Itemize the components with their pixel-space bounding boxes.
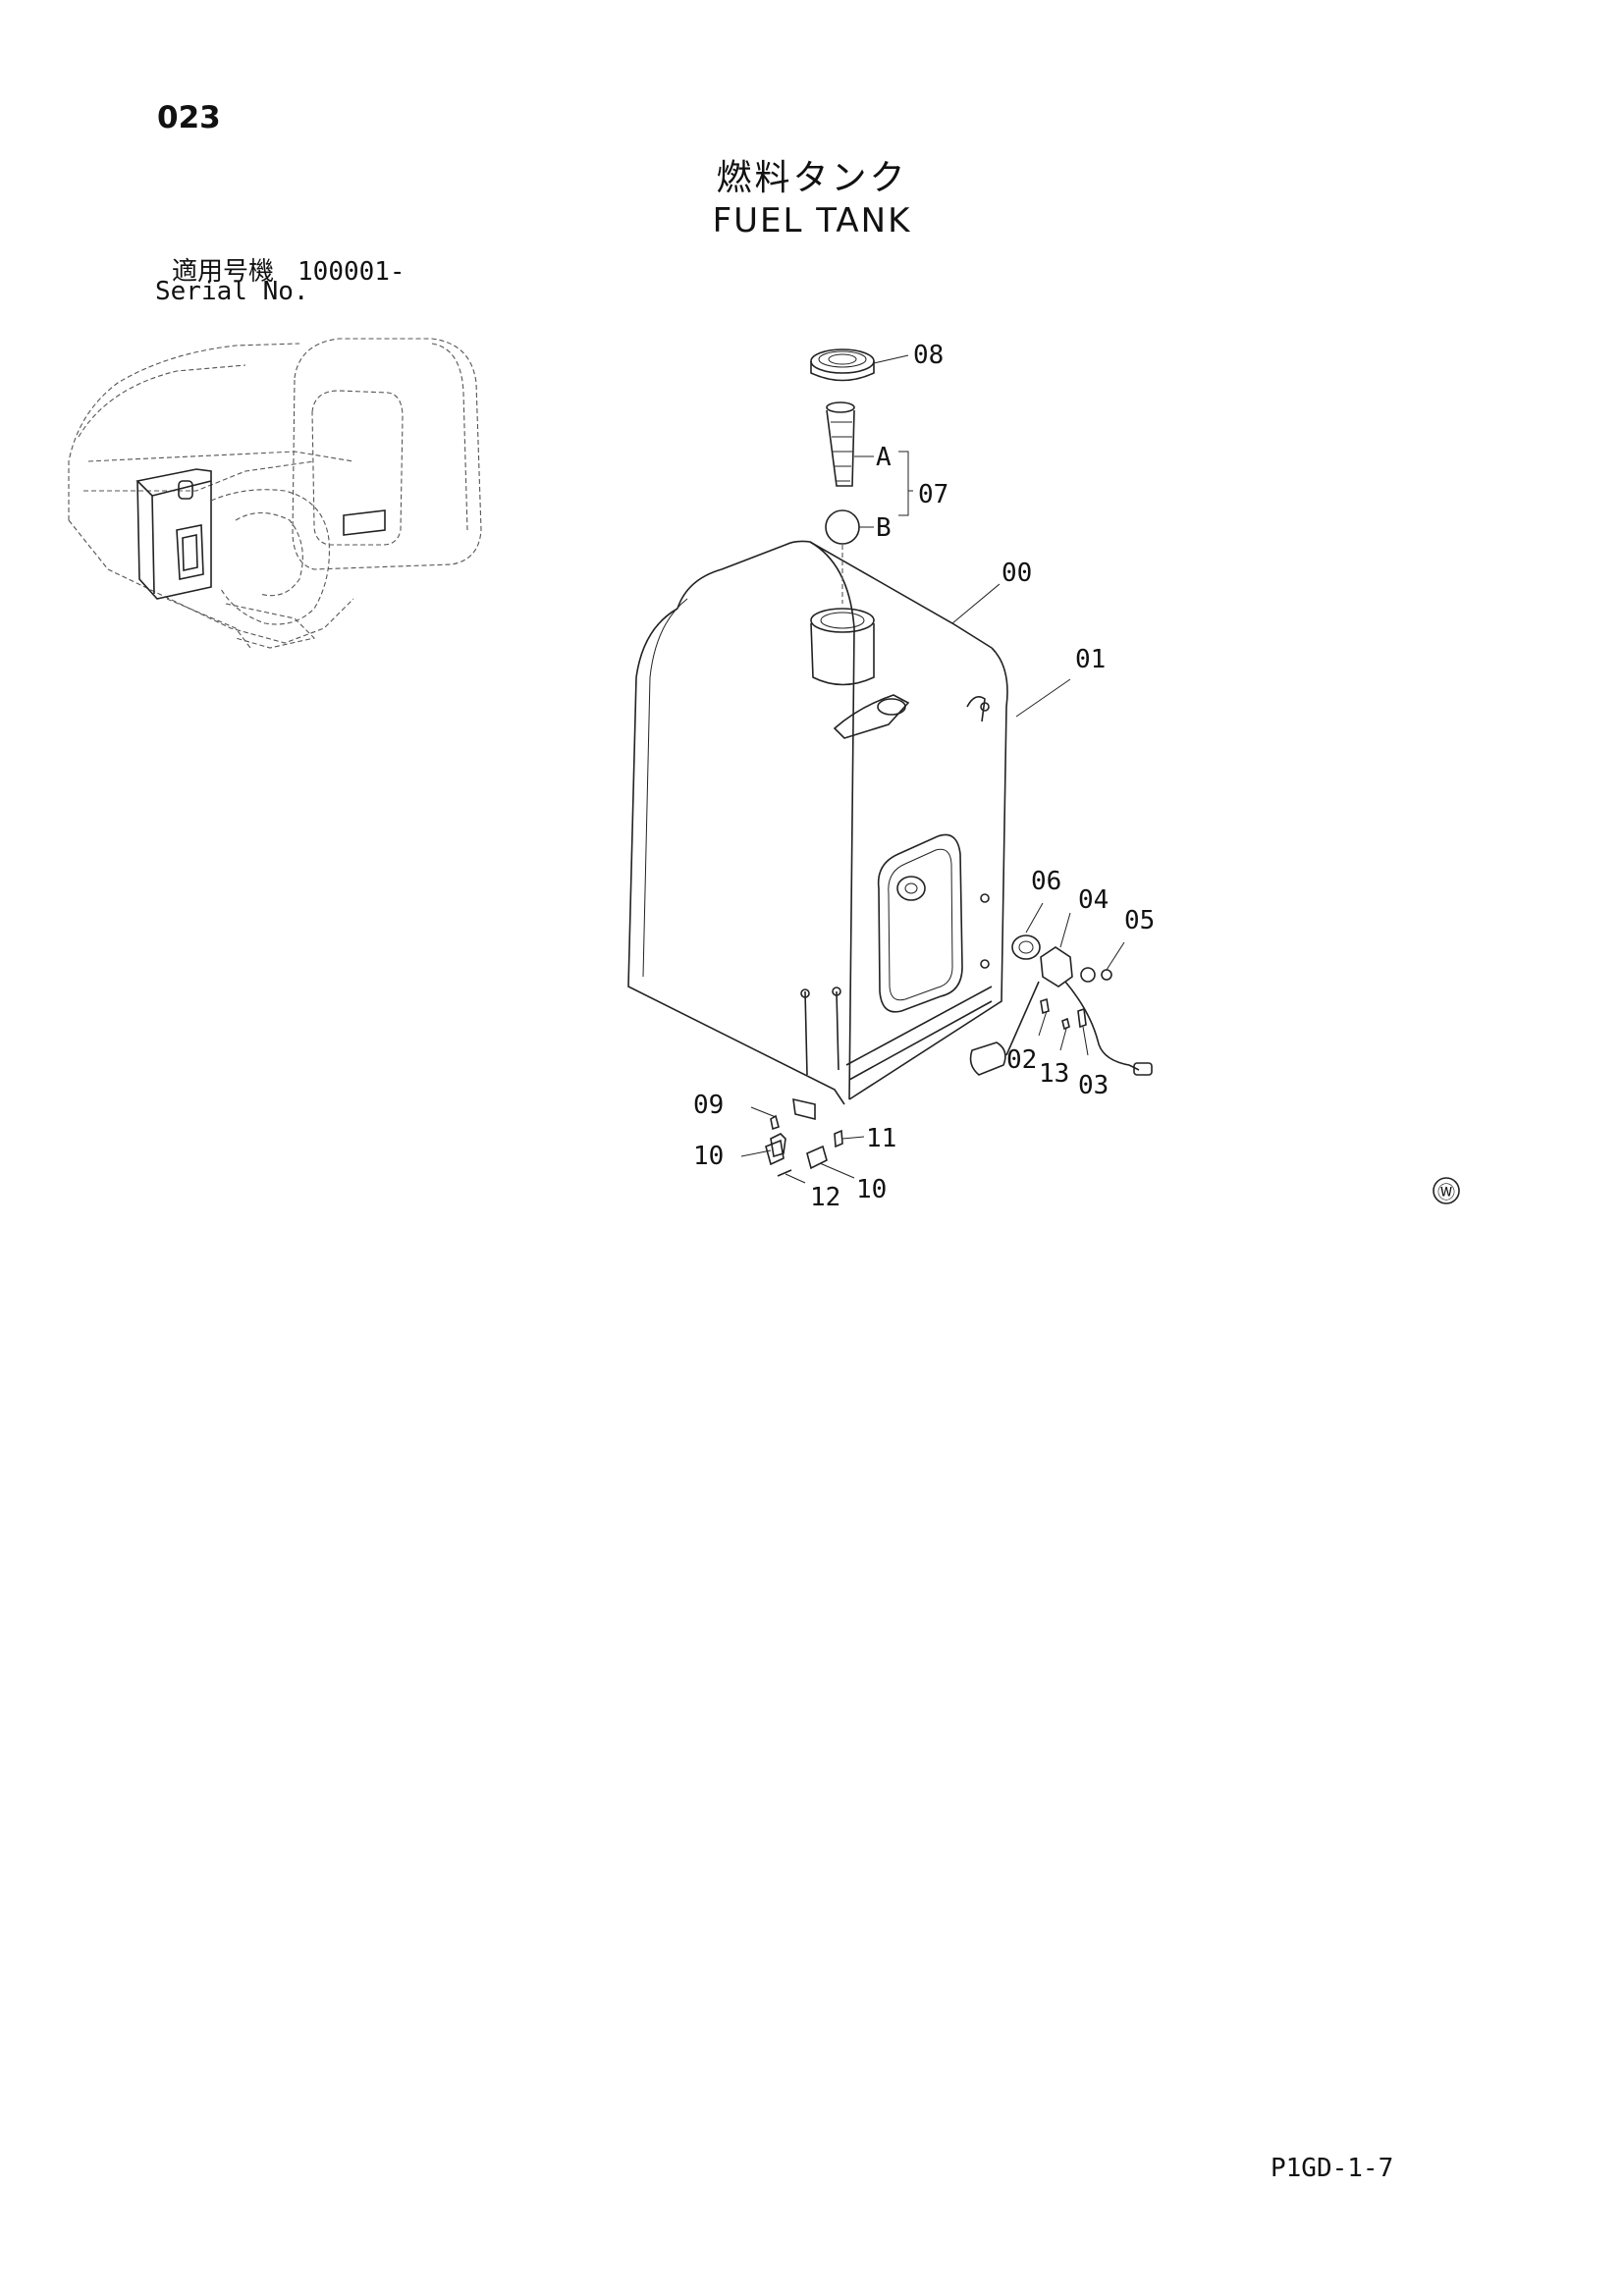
page-number: 023 xyxy=(157,100,221,135)
drawing-code: P1GD-1-7 xyxy=(1271,2154,1394,2183)
callout-07: 07 xyxy=(918,480,948,509)
callout-10-right: 10 xyxy=(856,1175,887,1204)
serial-label-english: Serial No. xyxy=(155,277,309,306)
callout-01: 01 xyxy=(1075,645,1106,674)
w-mark-circle xyxy=(1433,1177,1460,1204)
callout-02: 02 xyxy=(1006,1045,1037,1075)
callout-a: A xyxy=(876,443,892,472)
callout-08: 08 xyxy=(913,341,944,370)
callout-13: 13 xyxy=(1039,1059,1069,1089)
callout-b: B xyxy=(876,513,892,543)
w-mark: Ⓦ xyxy=(1437,1183,1455,1203)
fuel-tank-body xyxy=(627,540,1008,1105)
title-japanese: 燃料タンク xyxy=(716,158,908,198)
machine-overview-thumbnail xyxy=(68,338,482,649)
title-english: FUEL TANK xyxy=(712,201,912,240)
filler-cap-assembly xyxy=(810,348,875,382)
callout-04: 04 xyxy=(1078,885,1109,915)
callout-03: 03 xyxy=(1078,1071,1109,1100)
callout-05: 05 xyxy=(1124,906,1155,935)
callout-10-left: 10 xyxy=(693,1142,724,1171)
serial-label-japanese: 適用号機 xyxy=(172,257,275,287)
callout-00: 00 xyxy=(1001,559,1032,588)
strainer xyxy=(825,401,860,545)
leader-lines xyxy=(740,354,1125,1184)
callout-06: 06 xyxy=(1031,867,1061,896)
callout-09: 09 xyxy=(693,1091,724,1120)
serial-row: 適用号機 100001- xyxy=(172,251,406,288)
drain-parts xyxy=(765,987,843,1177)
callout-11: 11 xyxy=(866,1124,896,1153)
callout-12: 12 xyxy=(810,1183,840,1212)
serial-value: 100001- xyxy=(298,257,406,287)
level-sender-parts xyxy=(969,934,1153,1076)
